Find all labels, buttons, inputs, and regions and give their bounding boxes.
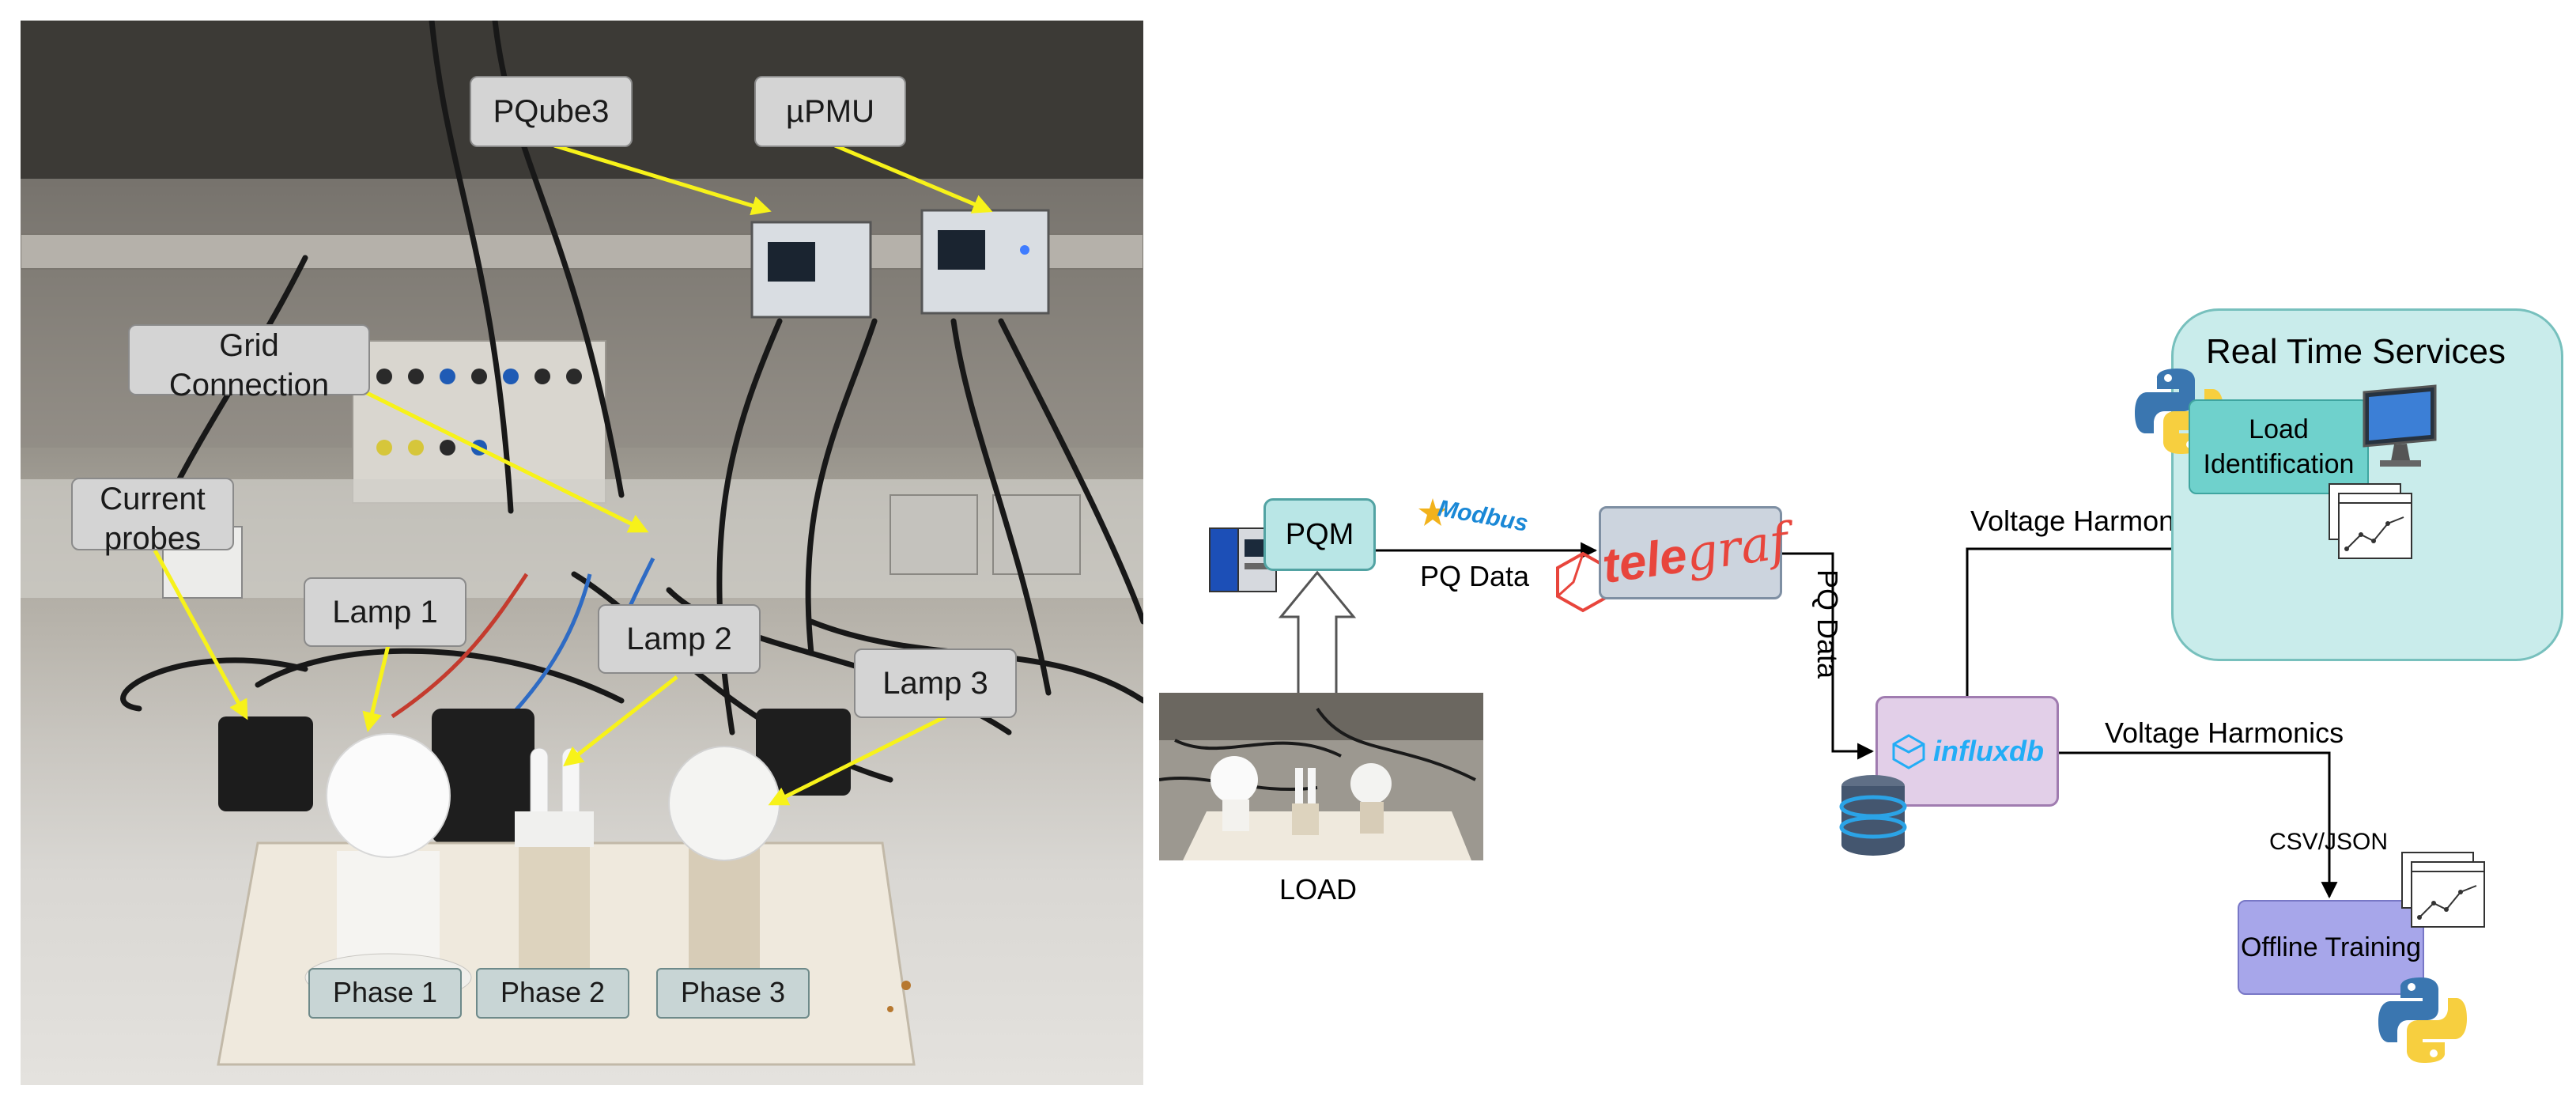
influxdb-logo: influxdb (1933, 735, 2044, 767)
pq-data-label-horizontal: PQ Data (1420, 560, 1530, 592)
csv-json-label: CSV/JSON (2269, 829, 2389, 855)
influxdb-box: influxdb (1875, 696, 2059, 807)
telegraf-box: telegraf (1599, 506, 1792, 599)
offline-training-box: Offline Training (2238, 900, 2424, 995)
telegraf-logo: telegraf (1599, 511, 1792, 594)
upmu-label: µPMU (754, 76, 906, 147)
influx-to-offline-arrow (2059, 751, 2338, 899)
telegraf-logo-part1: tele (1599, 527, 1690, 594)
monitor-icon (2363, 384, 2437, 467)
python-icon-training (2378, 977, 2467, 1063)
callout-arrows (153, 143, 993, 806)
phase1-label: Phase 1 (308, 968, 462, 1019)
current-probes-label: Current probes (71, 478, 234, 556)
modbus-star-icon (1418, 498, 1447, 526)
load-to-pqm-hollow-arrow (1278, 570, 1357, 696)
load-label: LOAD (1279, 873, 1358, 906)
influxdb-cube-icon (1892, 734, 1925, 769)
grid-connection-label: Grid Connection (128, 324, 370, 403)
telegraf-logo-part2: graf (1682, 511, 1792, 583)
lab-setup-photo: PQube3 µPMU Grid Connection Current prob… (21, 21, 1143, 1085)
lamp2-label: Lamp 2 (598, 604, 761, 674)
training-chart-window-icon (2401, 852, 2485, 928)
database-icon (1839, 775, 1907, 856)
offline-training-label: Offline Training (2240, 932, 2422, 962)
voltage-harmonics-upper: Voltage Harmonics (1970, 505, 2210, 537)
load-identification-label: Load Identification (2203, 414, 2355, 479)
lamp3-label: Lamp 3 (854, 648, 1017, 718)
load-identification-box: Load Identification (2189, 399, 2369, 494)
phase2-label: Phase 2 (476, 968, 629, 1019)
pq-data-label-vertical: PQ Data (1811, 569, 1844, 679)
phase3-label: Phase 3 (656, 968, 810, 1019)
pqm-box: PQM (1263, 498, 1376, 571)
pqm-label: PQM (1285, 517, 1354, 551)
telegraf-to-influx-arrow (1782, 552, 1875, 760)
lamp1-label: Lamp 1 (304, 577, 466, 647)
voltage-harmonics-lower: Voltage Harmonics (2105, 716, 2344, 749)
real-time-services-title: Real Time Services (2206, 332, 2506, 371)
chart-window-icon (2329, 483, 2412, 559)
load-thumbnail-photo (1159, 693, 1483, 860)
pqube3-label: PQube3 (470, 76, 633, 147)
